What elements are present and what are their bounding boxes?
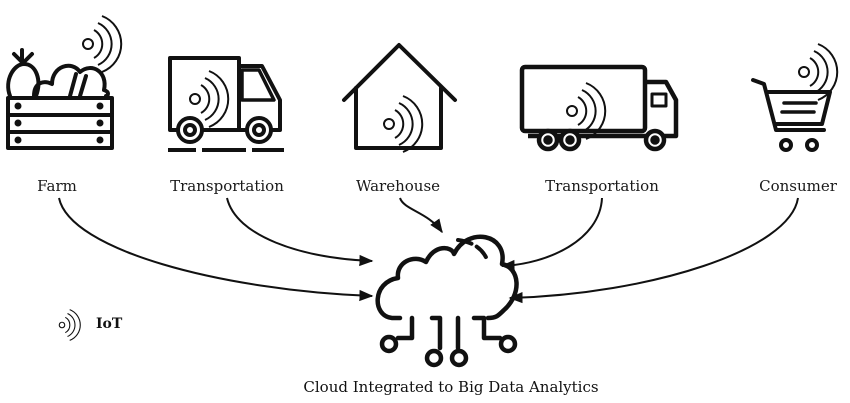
shopping-cart-icon: [751, 78, 832, 152]
edge-transportation2-to-cloud: [500, 197, 603, 272]
iot-signal-icon: [383, 95, 424, 153]
edge-warehouse-to-cloud: [399, 197, 443, 234]
cloud-network-icon: [375, 234, 519, 368]
truck-icon: [519, 64, 679, 152]
edges: [58, 197, 799, 304]
legend-label: IoT: [96, 316, 123, 332]
node-label-consumer: Consumer: [759, 177, 837, 195]
farm-crate-icon: [6, 48, 114, 150]
edge-consumer-to-cloud: [508, 197, 799, 304]
edge-farm-to-cloud: [58, 197, 374, 302]
node-label-warehouse: Warehouse: [355, 177, 441, 195]
iot-signal-icon: [82, 15, 123, 73]
node-label-transportation-2: Transportation: [545, 177, 659, 195]
van-icon: [168, 56, 284, 152]
node-label-farm: Farm: [37, 177, 77, 195]
node-label-transportation-1: Transportation: [170, 177, 284, 195]
edge-transportation1-to-cloud: [226, 197, 374, 267]
iot-signal-icon: [58, 309, 81, 341]
warehouse-icon: [342, 43, 457, 150]
hub-label: Cloud Integrated to Big Data Analytics: [303, 378, 599, 396]
